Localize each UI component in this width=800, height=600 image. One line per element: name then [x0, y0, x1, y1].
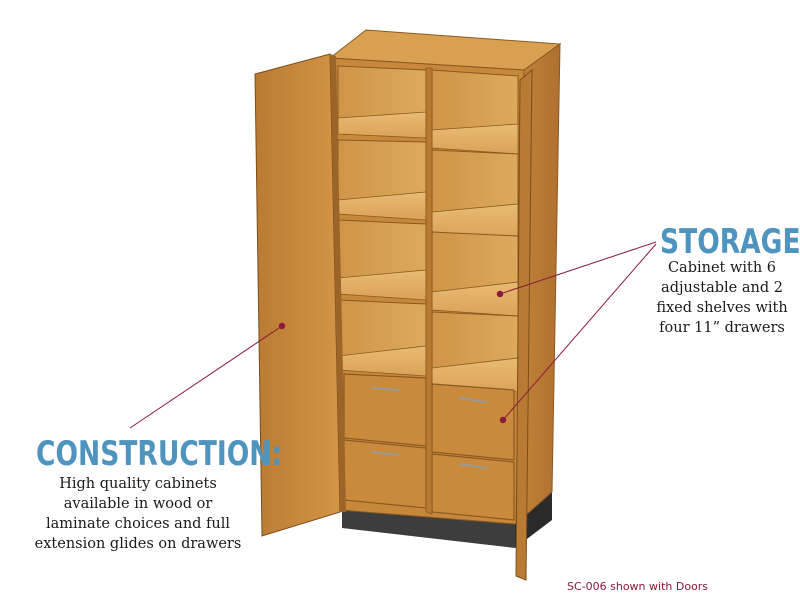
drawers: [343, 373, 515, 521]
construction-line: extension glides on drawers: [34, 536, 242, 552]
storage-line: four 11” drawers: [659, 320, 785, 336]
storage-heading: STORAGE:: [660, 222, 800, 262]
storage-description: Cabinet with 6 adjustable and 2 fixed sh…: [646, 258, 798, 338]
left-door: [254, 53, 346, 537]
drawer-handle-icon: [371, 387, 487, 469]
construction-line: laminate choices and full: [45, 516, 231, 532]
image-caption: SC-006 shown with Doors: [567, 580, 709, 593]
construction-description: High quality cabinets available in wood …: [18, 474, 258, 554]
storage-line: adjustable and 2: [661, 280, 783, 296]
callout-dots: [278, 290, 507, 424]
construction-line: available in wood or: [63, 496, 213, 512]
storage-line: Cabinet with 6: [667, 260, 777, 276]
right-door: [515, 68, 533, 581]
construction-line: High quality cabinets: [59, 476, 217, 492]
shelf-cubbies: [337, 65, 519, 393]
center-divider: [425, 67, 433, 515]
callout-lines: [129, 241, 657, 429]
construction-heading: CONSTRUCTION:: [36, 434, 283, 474]
storage-line: fixed shelves with: [656, 300, 788, 316]
